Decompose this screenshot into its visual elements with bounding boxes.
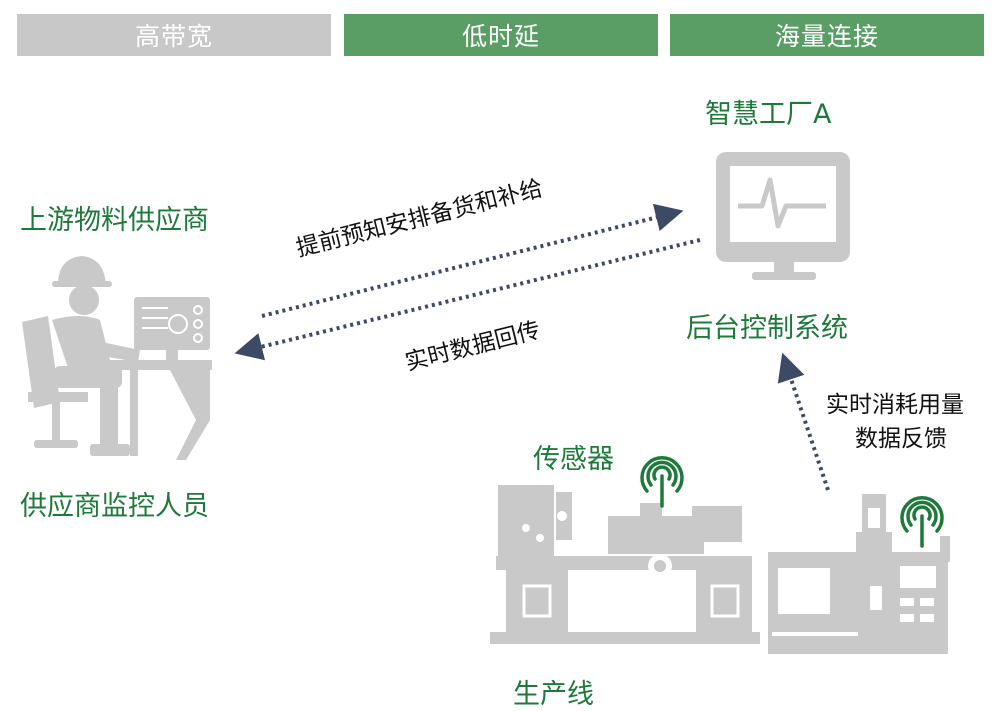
wireless-signal-icon bbox=[640, 456, 684, 508]
feedback-label-line1: 实时消耗用量 bbox=[826, 392, 964, 418]
wireless-signal-icon-2 bbox=[900, 496, 944, 548]
arrow-feedback bbox=[777, 352, 830, 491]
lathe-machine-icon bbox=[490, 485, 760, 644]
backend-label: 后台控制系统 bbox=[686, 313, 848, 344]
tab-massive-connection[interactable]: 海量连接 bbox=[670, 14, 984, 56]
tab-high-bandwidth[interactable]: 高带宽 bbox=[17, 14, 331, 56]
arrow-forward bbox=[261, 203, 684, 318]
feedback-label-line2: 数据反馈 bbox=[855, 426, 947, 452]
backend-monitor-icon bbox=[716, 152, 850, 280]
supplier-person-label: 供应商监控人员 bbox=[20, 491, 209, 522]
cnc-detail bbox=[772, 508, 936, 636]
supplier-person-icon bbox=[22, 256, 212, 460]
monitor-screen-detail bbox=[142, 305, 203, 343]
sensor-label: 传感器 bbox=[533, 444, 614, 475]
factory-title: 智慧工厂A bbox=[705, 99, 832, 130]
lathe-detail bbox=[522, 511, 740, 618]
arrow-back bbox=[234, 238, 701, 361]
supplier-title: 上游物料供应商 bbox=[20, 205, 209, 236]
tab-low-latency[interactable]: 低时延 bbox=[344, 14, 658, 56]
production-line-label: 生产线 bbox=[513, 679, 594, 710]
